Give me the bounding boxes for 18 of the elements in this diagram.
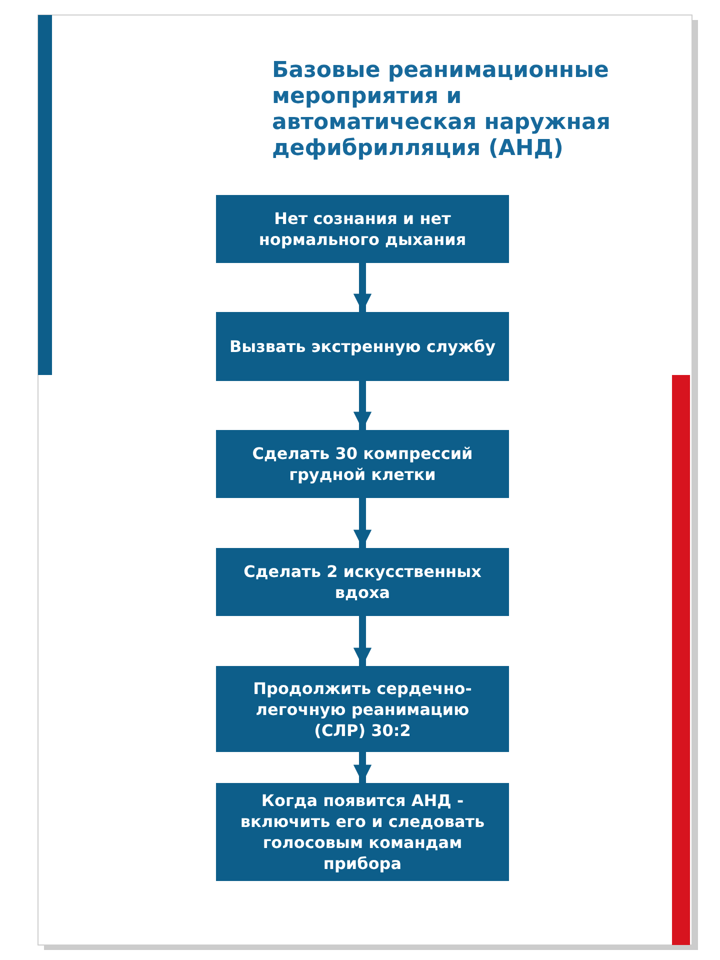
arrow — [353, 381, 372, 430]
process-box — [216, 666, 509, 752]
step-text: Сделать 2 искусственных вдоха — [242, 561, 482, 603]
arrow — [353, 263, 372, 312]
process-box — [216, 430, 509, 498]
step-text: Когда появится АНД - включить его и следовать голосовым командам прибора — [239, 790, 486, 874]
step-text: Сделать 30 компрессий грудной клетки — [251, 443, 474, 485]
step-text: Вызвать экстренную службу — [229, 336, 496, 357]
arrow — [353, 752, 372, 783]
process-box — [216, 312, 509, 381]
title: Базовые реанимационные мероприятия и автоматическая наружная дефибрилляция (АНД) — [272, 58, 612, 162]
step-text: Нет сознания и нет нормального дыхания — [258, 208, 468, 250]
arrow — [353, 498, 372, 548]
process-box — [216, 195, 509, 263]
process-box — [216, 548, 509, 616]
step-text: Продолжить сердечно-легочную реанимацию (СЛР) 30:2 — [252, 678, 473, 740]
arrow — [353, 616, 372, 666]
process-box — [216, 783, 509, 881]
